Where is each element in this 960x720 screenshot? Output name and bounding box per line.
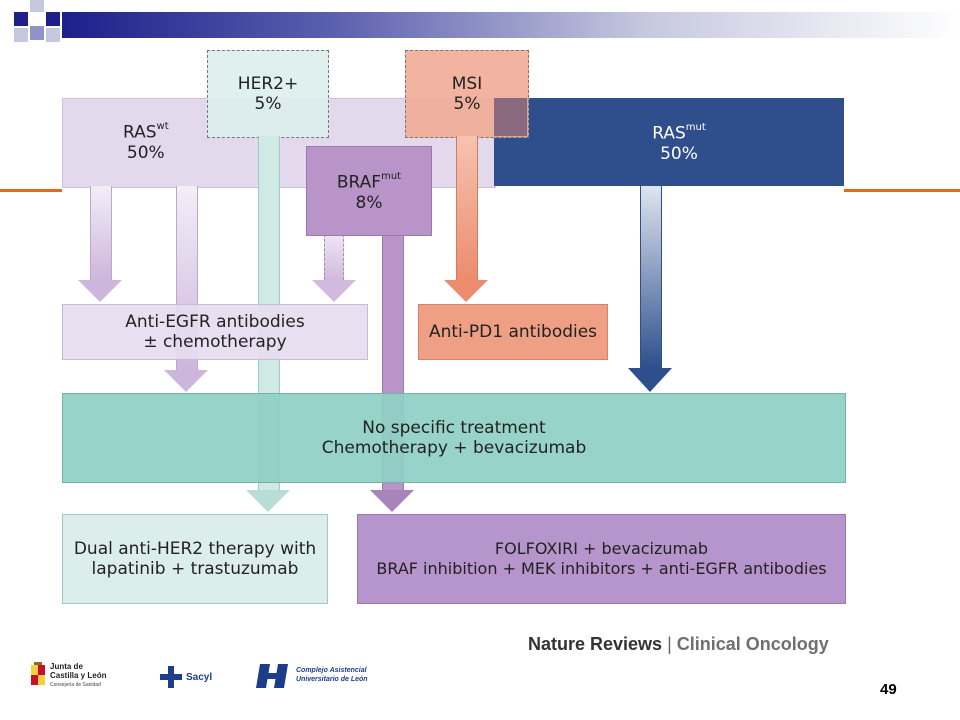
- folfoxiri-box: FOLFOXIRI + bevacizumab BRAF inhibition …: [357, 514, 846, 604]
- folfoxiri-line1: FOLFOXIRI + bevacizumab: [494, 539, 709, 558]
- ras-mut-sup: mut: [685, 122, 706, 134]
- msi-value: 5%: [453, 94, 481, 114]
- sacyl-cross-icon: [160, 666, 182, 688]
- page-number: 49: [880, 681, 897, 698]
- sacyl-logo: Sacyl: [160, 664, 230, 694]
- coat-of-arms-icon: [31, 662, 45, 685]
- ras-mut-label: RAS: [652, 123, 686, 144]
- arrow-rasmut-nospecific: [628, 186, 672, 392]
- her2-label: HER2+: [237, 74, 299, 94]
- msi-box: MSI 5%: [405, 50, 529, 138]
- complejo-line2: Universitario de León: [296, 676, 368, 683]
- junta-line3: Consejería de Sanidad: [50, 682, 101, 688]
- arrow-msi-antipd1: [444, 136, 488, 302]
- decor-square: [30, 0, 44, 12]
- folfoxiri-line2: BRAF inhibition + MEK inhibitors + anti-…: [376, 559, 827, 578]
- no-specific-line1: No specific treatment: [362, 418, 546, 438]
- complejo-line1: Complejo Asistencial: [296, 667, 367, 674]
- arrow-braf-antiegfr: [312, 234, 356, 302]
- junta-line2: Castilla y León: [50, 671, 107, 680]
- journal-section: Clinical Oncology: [676, 634, 829, 654]
- journal-credit: Nature Reviews | Clinical Oncology: [528, 634, 829, 655]
- braf-box: BRAFmut 8%: [306, 146, 432, 236]
- junta-logo: Junta de Castilla y León Consejería de S…: [30, 658, 150, 698]
- her2-value: 5%: [254, 94, 282, 114]
- decor-square: [30, 26, 44, 40]
- msi-ras-overlap: [494, 98, 527, 136]
- ras-wt-value: 50%: [126, 142, 165, 163]
- dual-her2-box: Dual anti-HER2 therapy with lapatinib + …: [62, 514, 328, 604]
- ras-wt-label: RAS: [123, 122, 157, 143]
- decor-square: [46, 28, 60, 42]
- dual-her2-line2: lapatinib + trastuzumab: [91, 559, 299, 579]
- braf-value: 8%: [355, 192, 383, 213]
- anti-pd1-line1: Anti-PD1 antibodies: [428, 322, 598, 342]
- ras-wt-sup: wt: [156, 121, 169, 132]
- no-specific-line2: Chemotherapy + bevacizumab: [321, 438, 587, 458]
- anti-egfr-line2: ± chemotherapy: [143, 332, 287, 352]
- anti-egfr-box: Anti-EGFR antibodies ± chemotherapy: [62, 304, 368, 360]
- anti-egfr-line1: Anti-EGFR antibodies: [125, 312, 305, 332]
- braf-sup: mut: [381, 171, 402, 183]
- arrow-raswt-nospecific: [164, 186, 208, 392]
- journal-name: Nature Reviews: [528, 634, 663, 654]
- credit-separator: |: [667, 634, 672, 654]
- ras-mut-box: RASmut 50%: [494, 98, 844, 186]
- decor-square: [14, 12, 28, 26]
- divider-right: [844, 189, 960, 192]
- sacyl-name: Sacyl: [186, 672, 213, 683]
- decor-square: [46, 12, 60, 26]
- anti-pd1-box: Anti-PD1 antibodies: [418, 304, 608, 360]
- header-gradient-bar: [62, 12, 960, 38]
- divider-left: [0, 189, 62, 192]
- dual-her2-line1: Dual anti-HER2 therapy with: [73, 539, 317, 559]
- her2-box: HER2+ 5%: [207, 50, 329, 138]
- decor-square: [14, 28, 28, 42]
- junta-line1: Junta de: [50, 662, 83, 671]
- msi-label: MSI: [451, 74, 483, 94]
- no-specific-box: No specific treatment Chemotherapy + bev…: [62, 393, 846, 483]
- braf-label: BRAF: [336, 172, 382, 193]
- arrow-raswt-antiegfr-1: [78, 186, 122, 302]
- ras-mut-value: 50%: [660, 143, 698, 164]
- complejo-logo: Complejo Asistencial Universitario de Le…: [256, 662, 386, 692]
- hospital-logo-icon: [256, 664, 288, 688]
